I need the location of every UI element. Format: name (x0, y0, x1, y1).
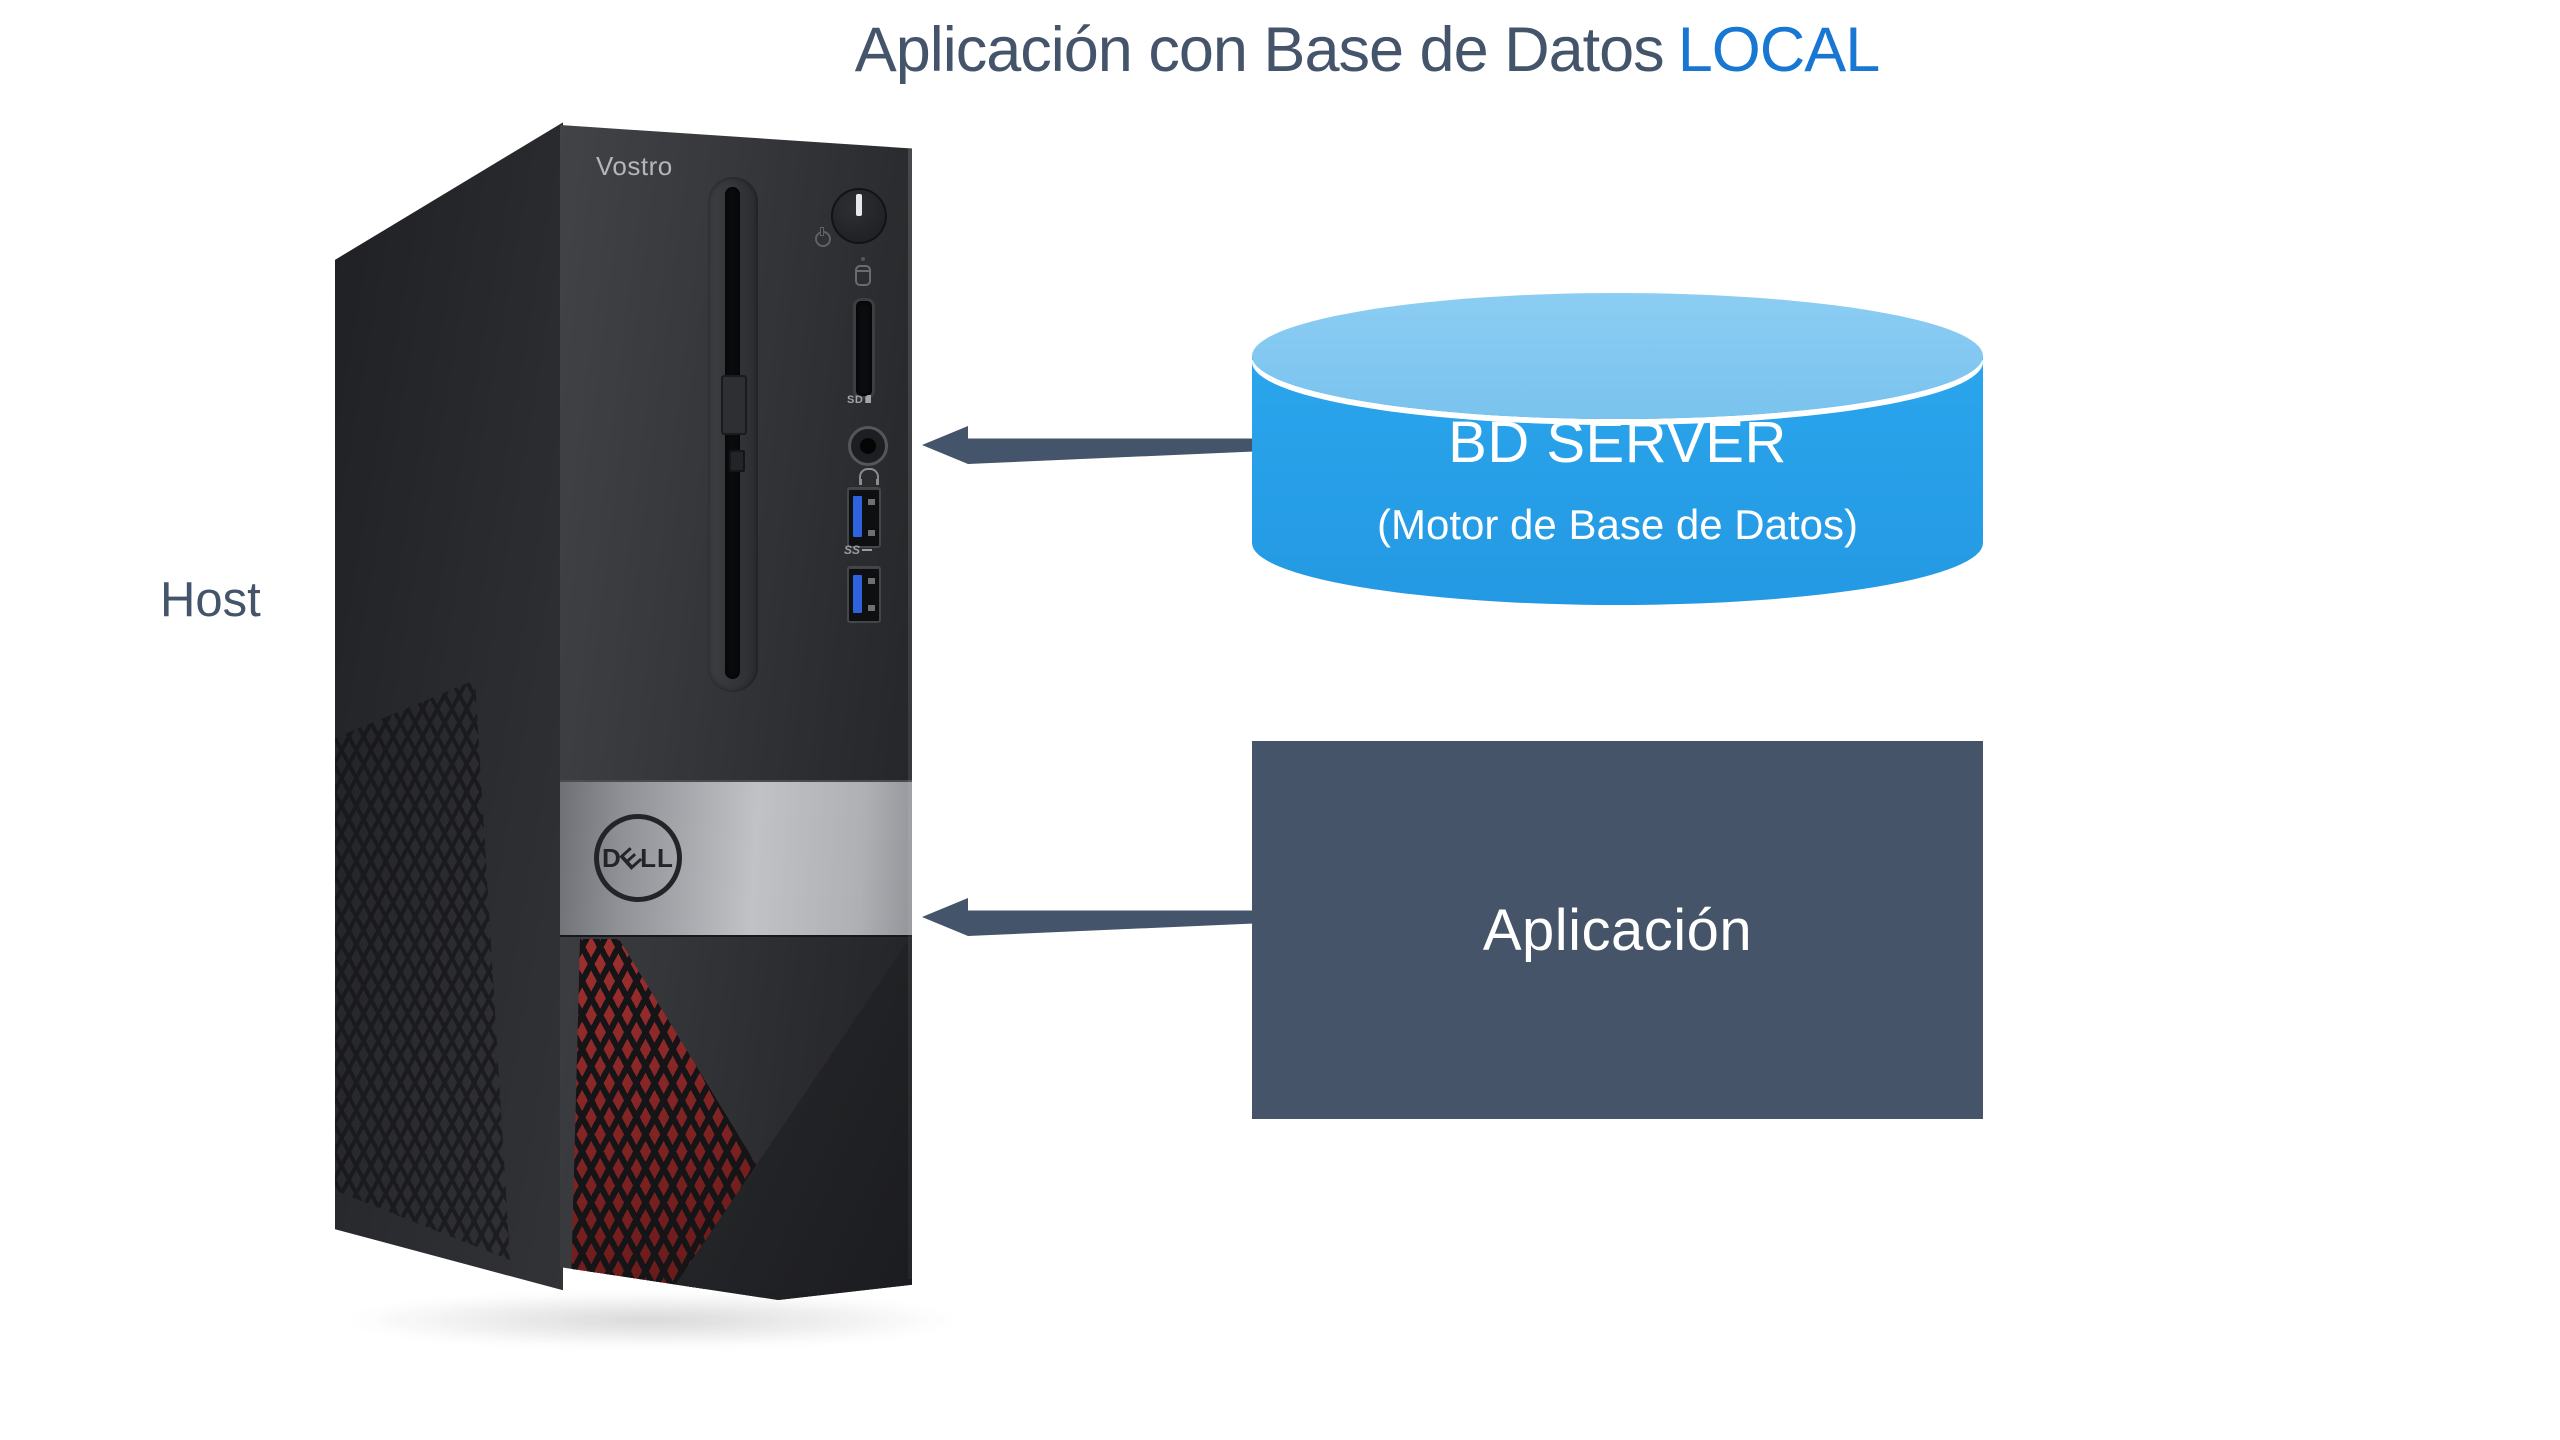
floor-shadow (340, 1292, 960, 1348)
headset-icon (859, 468, 879, 485)
hdd-activity-led (861, 257, 865, 261)
usb-port-1 (847, 487, 881, 548)
sd-label: SD (847, 394, 872, 406)
dell-logo-ll: LL (640, 842, 674, 873)
sd-label-text: SD (847, 394, 864, 406)
headphone-jack-hole (860, 438, 876, 454)
tower-side-vent (335, 680, 510, 1260)
tower-front-panel: Vostro SD (560, 125, 912, 1300)
arrow-app-to-host (922, 898, 1254, 936)
arrow-db-to-host-shape (922, 426, 1254, 464)
arrow-db-to-host (922, 426, 1254, 464)
page-title-highlight: LOCAL (1677, 15, 1881, 85)
front-edge-highlight (908, 149, 912, 1279)
optical-drive-led (733, 326, 737, 330)
usb2-blue-tab (853, 575, 862, 614)
database-cylinder: BD SERVER (Motor de Base de Datos) (1252, 293, 1983, 605)
optical-drive (708, 177, 758, 692)
usb1-blue-tab (853, 496, 862, 538)
eject-button (721, 375, 747, 435)
power-button (831, 188, 887, 244)
page-title-main: Aplicación con Base de Datos (854, 15, 1665, 85)
vostro-label: Vostro (596, 151, 673, 181)
usb1-pin (868, 499, 875, 505)
usb3-ss-icon: SS (844, 543, 872, 557)
sd-card-slot (853, 298, 875, 399)
application-box: Aplicación (1252, 741, 1983, 1119)
power-button-mark (856, 194, 862, 216)
arrow-app-to-host-shape (922, 898, 1254, 936)
database-title: BD SERVER (1448, 410, 1787, 475)
sd-card-icon (865, 395, 872, 403)
database-subtitle: (Motor de Base de Datos) (1377, 501, 1858, 548)
power-icon (815, 228, 831, 247)
computer-tower: Vostro SD (335, 120, 960, 1380)
usb2-pin2 (868, 605, 875, 611)
usb1-pin2 (868, 530, 875, 536)
headphone-jack (848, 426, 888, 466)
dell-logo-d: D (602, 842, 622, 873)
disc-icon (729, 450, 745, 472)
application-label: Aplicación (1482, 897, 1753, 963)
usb-port-2 (847, 566, 881, 623)
host-label: Host (160, 573, 261, 627)
database-cylinder-top (1252, 293, 1983, 419)
usb2-pin (868, 578, 875, 584)
hdd-icon (855, 265, 871, 286)
tower-side-panel (335, 122, 563, 1291)
